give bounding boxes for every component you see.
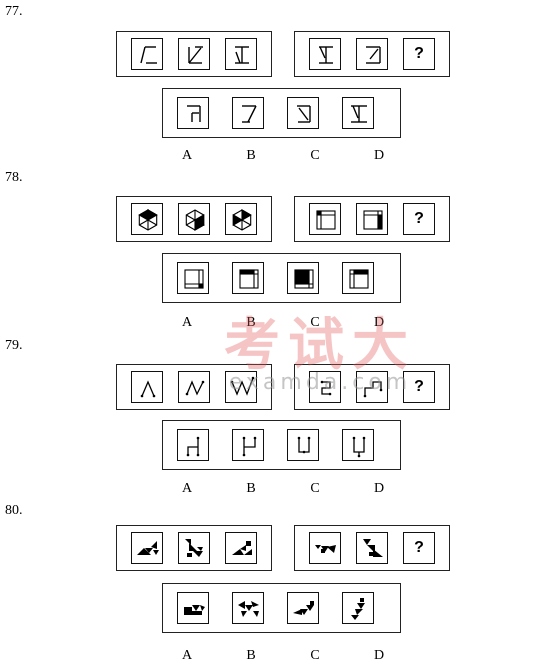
question-mark: ? bbox=[414, 210, 424, 227]
question-number-79: 79. bbox=[5, 338, 23, 353]
q77-option-a-figure[interactable] bbox=[177, 97, 209, 129]
q79-option-a-figure[interactable] bbox=[177, 429, 209, 461]
question-mark: ? bbox=[414, 539, 424, 556]
q78-sequence-right: ? bbox=[294, 196, 450, 242]
q77-option-b-figure[interactable] bbox=[232, 97, 264, 129]
q78-options bbox=[162, 253, 401, 303]
q80-figure-3 bbox=[225, 532, 257, 564]
q79-option-a-label[interactable]: A bbox=[181, 481, 193, 496]
q78-option-d-figure[interactable] bbox=[342, 262, 374, 294]
q80-figure-5 bbox=[356, 532, 388, 564]
q80-option-c-figure[interactable] bbox=[287, 592, 319, 624]
q79-options bbox=[162, 420, 401, 470]
q80-option-a-figure[interactable] bbox=[177, 592, 209, 624]
q78-figure-1 bbox=[131, 203, 163, 235]
q80-option-d-figure[interactable] bbox=[342, 592, 374, 624]
q77-figure-1 bbox=[131, 38, 163, 70]
q79-sequence-right: ? bbox=[294, 364, 450, 410]
q80-sequence-right: ? bbox=[294, 525, 450, 571]
q78-sequence-left bbox=[116, 196, 272, 242]
q78-option-a-figure[interactable] bbox=[177, 262, 209, 294]
q77-figure-5 bbox=[356, 38, 388, 70]
q80-sequence-left bbox=[116, 525, 272, 571]
q78-figure-2 bbox=[178, 203, 210, 235]
q77-option-a-label[interactable]: A bbox=[181, 148, 193, 163]
q79-figure-3 bbox=[225, 371, 257, 403]
q78-figure-4 bbox=[309, 203, 341, 235]
q77-figure-3 bbox=[225, 38, 257, 70]
q79-sequence-left bbox=[116, 364, 272, 410]
q77-option-b-label[interactable]: B bbox=[246, 148, 256, 163]
question-number-77: 77. bbox=[5, 4, 23, 19]
q77-option-d-label[interactable]: D bbox=[373, 148, 385, 163]
q77-figure-2 bbox=[178, 38, 210, 70]
question-mark: ? bbox=[414, 378, 424, 395]
q79-figure-1 bbox=[131, 371, 163, 403]
q80-figure-4 bbox=[309, 532, 341, 564]
q80-option-d-label[interactable]: D bbox=[373, 648, 385, 663]
q78-option-b-figure[interactable] bbox=[232, 262, 264, 294]
q77-sequence-left bbox=[116, 31, 272, 77]
q78-option-c-label[interactable]: C bbox=[310, 315, 320, 330]
q80-option-b-figure[interactable] bbox=[232, 592, 264, 624]
q77-options bbox=[162, 88, 401, 138]
q79-figure-5 bbox=[356, 371, 388, 403]
q79-option-b-figure[interactable] bbox=[232, 429, 264, 461]
q77-figure-4 bbox=[309, 38, 341, 70]
question-number-78: 78. bbox=[5, 170, 23, 185]
q78-figure-3 bbox=[225, 203, 257, 235]
q77-option-c-label[interactable]: C bbox=[310, 148, 320, 163]
q79-figure-2 bbox=[178, 371, 210, 403]
q78-option-c-figure[interactable] bbox=[287, 262, 319, 294]
question-number-80: 80. bbox=[5, 503, 23, 518]
q78-option-a-label[interactable]: A bbox=[181, 315, 193, 330]
q79-option-c-figure[interactable] bbox=[287, 429, 319, 461]
q78-option-d-label[interactable]: D bbox=[373, 315, 385, 330]
question-mark: ? bbox=[414, 45, 424, 62]
q79-figure-4 bbox=[309, 371, 341, 403]
q77-option-d-figure[interactable] bbox=[342, 97, 374, 129]
q78-figure-5 bbox=[356, 203, 388, 235]
q80-option-c-label[interactable]: C bbox=[310, 648, 320, 663]
q80-option-b-label[interactable]: B bbox=[246, 648, 256, 663]
q80-figure-2 bbox=[178, 532, 210, 564]
q79-option-b-label[interactable]: B bbox=[246, 481, 256, 496]
q78-question-cell: ? bbox=[403, 203, 435, 235]
q79-option-d-label[interactable]: D bbox=[373, 481, 385, 496]
q80-question-cell: ? bbox=[403, 532, 435, 564]
q80-figure-1 bbox=[131, 532, 163, 564]
q79-question-cell: ? bbox=[403, 371, 435, 403]
q78-option-b-label[interactable]: B bbox=[246, 315, 256, 330]
q80-options bbox=[162, 583, 401, 633]
q79-option-c-label[interactable]: C bbox=[310, 481, 320, 496]
q77-sequence-right: ? bbox=[294, 31, 450, 77]
q77-option-c-figure[interactable] bbox=[287, 97, 319, 129]
q77-question-cell: ? bbox=[403, 38, 435, 70]
q79-option-d-figure[interactable] bbox=[342, 429, 374, 461]
q80-option-a-label[interactable]: A bbox=[181, 648, 193, 663]
